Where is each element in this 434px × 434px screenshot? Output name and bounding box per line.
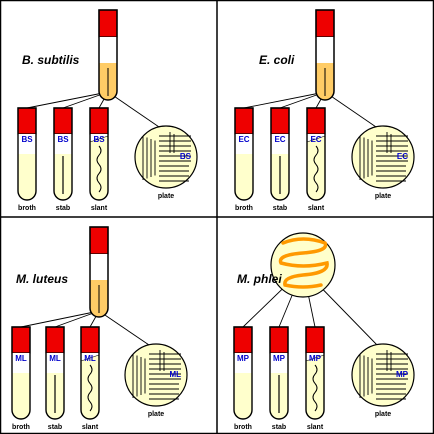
source-tube <box>89 226 109 318</box>
tube-slant: MP slant <box>305 326 325 431</box>
tube-outline <box>45 326 65 420</box>
tube-cap <box>45 326 65 354</box>
organism-name: B. subtilis <box>22 53 80 67</box>
tube-stab: ML stab <box>45 326 65 431</box>
tube-stab: BS stab <box>53 107 73 212</box>
tube-cap <box>80 326 100 354</box>
tube-slant: BS slant <box>89 107 109 212</box>
tube-label-plate: plate <box>158 193 174 200</box>
tube-cap <box>17 107 37 135</box>
tube-broth: EC broth <box>234 107 254 212</box>
streak-lines <box>359 350 408 400</box>
streak-plate: MP plate <box>351 343 415 418</box>
tube-outline <box>53 107 73 201</box>
tube-label-broth: broth <box>235 205 253 212</box>
tube-cap <box>306 107 326 135</box>
tube-label-slant: slant <box>308 205 325 212</box>
tube-broth: BS broth <box>17 107 37 212</box>
tube-cap <box>270 107 290 135</box>
tube-outline <box>269 326 289 420</box>
tube-outline <box>306 107 326 201</box>
tube-code: ML <box>15 354 27 363</box>
tube-label-plate: plate <box>148 411 164 418</box>
tube-cap <box>11 326 31 354</box>
tube-outline <box>234 107 254 201</box>
tube-outline <box>11 326 31 420</box>
source-tube <box>315 9 335 101</box>
tube-code: MP <box>309 354 322 363</box>
tube-code: ML <box>84 354 96 363</box>
plate-code: ML <box>169 370 181 379</box>
organism-name: M. phlei <box>237 272 282 286</box>
panel-bacillus-subtilis: B. subtilis BS broth BS stab BS slant BS plate <box>17 9 198 212</box>
tube-slant: ML slant <box>80 326 100 431</box>
streak-plate: EC plate <box>351 125 415 200</box>
tube-outline <box>89 107 109 201</box>
tube-code: EC <box>310 135 321 144</box>
panel-mycobacterium-phlei: M. phlei MP broth MP stab MP slant MP plate <box>233 232 415 431</box>
tube-cap <box>305 326 325 354</box>
streak-lines <box>359 132 408 182</box>
tube-code: EC <box>274 135 285 144</box>
streak-lines <box>132 350 181 400</box>
organism-name: E. coli <box>259 53 295 67</box>
tube-cap <box>233 326 253 354</box>
plate-code: BS <box>180 152 192 161</box>
tube-label-broth: broth <box>18 205 36 212</box>
tube-cap <box>234 107 254 135</box>
plate-code: MP <box>396 370 409 379</box>
tube-broth: MP broth <box>233 326 253 431</box>
source-plate <box>270 232 336 298</box>
tube-stab: MP stab <box>269 326 289 431</box>
tube-label-plate: plate <box>375 411 391 418</box>
tube-label-plate: plate <box>375 193 391 200</box>
tube-broth: ML broth <box>11 326 31 431</box>
tube-outline <box>270 107 290 201</box>
panel-micrococcus-luteus: M. luteus ML broth ML stab ML slant ML plate <box>11 226 188 431</box>
tube-outline <box>80 326 100 420</box>
tube-label-stab: stab <box>56 205 70 212</box>
tube-outline <box>233 326 253 420</box>
source-tube <box>98 9 118 101</box>
tube-cap <box>89 107 109 135</box>
tube-label-broth: broth <box>234 424 252 431</box>
streak-lines <box>142 132 191 182</box>
plate-code: EC <box>397 152 408 161</box>
tube-code: MP <box>237 354 250 363</box>
tube-code: BS <box>21 135 33 144</box>
colony-streak <box>278 237 329 289</box>
tube-label-broth: broth <box>12 424 30 431</box>
tube-code: MP <box>273 354 286 363</box>
tube-outline <box>305 326 325 420</box>
tube-label-stab: stab <box>272 424 286 431</box>
tube-label-slant: slant <box>307 424 324 431</box>
tube-label-stab: stab <box>48 424 62 431</box>
tube-code: ML <box>49 354 61 363</box>
tube-code: EC <box>238 135 249 144</box>
tube-outline <box>17 107 37 201</box>
tube-stab: EC stab <box>270 107 290 212</box>
tube-label-slant: slant <box>82 424 99 431</box>
panel-escherichia-coli: E. coli EC broth EC stab EC slant EC plate <box>234 9 415 212</box>
tube-label-stab: stab <box>273 205 287 212</box>
tube-code: BS <box>57 135 69 144</box>
tube-label-slant: slant <box>91 205 108 212</box>
tube-cap <box>269 326 289 354</box>
streak-plate: BS plate <box>134 125 198 200</box>
organism-name: M. luteus <box>16 272 68 286</box>
tube-code: BS <box>93 135 105 144</box>
tube-cap <box>53 107 73 135</box>
tube-slant: EC slant <box>306 107 326 212</box>
streak-plate: ML plate <box>124 343 188 418</box>
